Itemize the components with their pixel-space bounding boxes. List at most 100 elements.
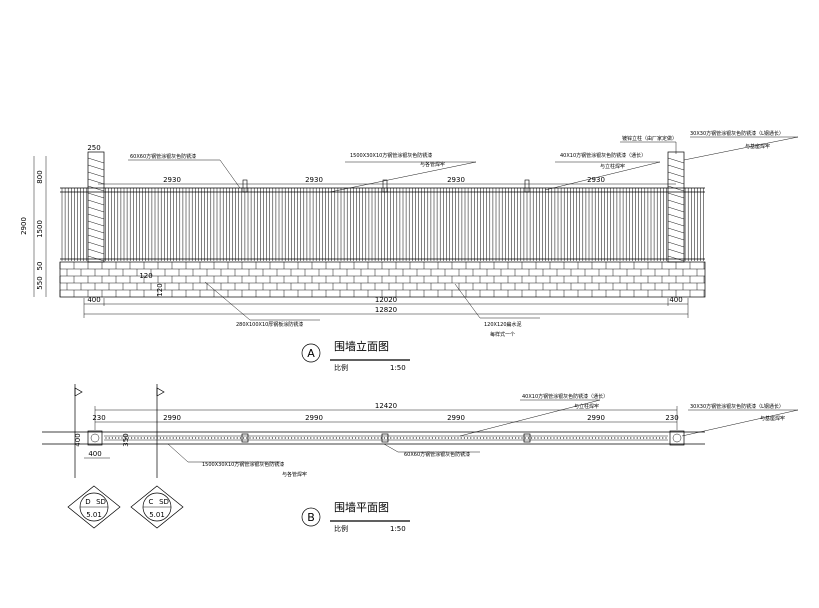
plan-picket-dot: [191, 437, 193, 439]
note-n6: 280X100X10厚钢板涂防锈漆: [236, 321, 303, 328]
plan-side-a: 400: [88, 450, 101, 458]
elevation-view: 2930 2930 2930 2930 2900 800 1500 550 50…: [20, 130, 799, 372]
leader-n7: [454, 283, 540, 319]
plan-picket-dot: [329, 437, 331, 439]
plan-leader-n3: [167, 443, 280, 463]
plan-picket-dot: [134, 437, 136, 439]
post-hatch-line: [667, 248, 685, 255]
plan-leader-n1: [459, 399, 601, 437]
plan-picket-dot: [156, 437, 158, 439]
plan-picket-dot: [220, 437, 222, 439]
plan-picket-dot: [515, 437, 517, 439]
plan-note-n2b: 与基座焊牢: [760, 415, 785, 422]
plan-post-4: [523, 433, 531, 443]
plan-total: 12420: [375, 402, 397, 410]
post-hatch-line: [87, 241, 105, 248]
plan-picket-dot: [207, 437, 209, 439]
plan-picket-dot: [243, 437, 245, 439]
plan-picket-dot: [467, 437, 469, 439]
dim-bottom-right: 400: [669, 296, 682, 304]
post-hatch-line: [87, 171, 105, 178]
plan-picket-dot: [150, 437, 152, 439]
plan-picket-dot: [595, 437, 597, 439]
plan-picket-dot: [518, 437, 520, 439]
leader-n1: [128, 159, 241, 189]
plan-picket-dot: [585, 437, 587, 439]
plan-picket-dot: [281, 437, 283, 439]
plan-picket-dot: [662, 437, 664, 439]
dim-mid: 1500: [36, 220, 44, 238]
post-hatch-line: [87, 234, 105, 241]
plan-picket-dot: [291, 437, 293, 439]
plan-view: 12420 2990 2990 2990 2990 230 230 400 35…: [42, 384, 799, 533]
plan-picket-dot: [147, 437, 149, 439]
post-right: [667, 151, 685, 263]
dim-bottom-left: 400: [87, 296, 100, 304]
plan-post-right: [669, 430, 685, 446]
plan-end-right: 230: [665, 414, 678, 422]
plan-picket-dot: [223, 437, 225, 439]
elevation-title: 围墙立面图: [334, 339, 389, 353]
plan-picket-dot: [566, 437, 568, 439]
note-n4: 镀锌立柱（由厂家定做）: [622, 135, 677, 142]
plan-title: 围墙平面图: [334, 500, 389, 514]
section-flag-1: [74, 387, 83, 397]
plan-picket-dot: [409, 437, 411, 439]
dim-small-2: 120: [156, 283, 164, 296]
dim-bottom-middle: 12020: [375, 296, 397, 304]
plan-picket-dot: [319, 437, 321, 439]
note-n5b: 与基座焊牢: [745, 143, 770, 150]
plan-picket-dot: [598, 437, 600, 439]
plan-picket-dot: [316, 437, 318, 439]
plan-marker: B: [307, 511, 315, 524]
plan-picket-dot: [476, 437, 478, 439]
dim-bot2: 50: [36, 262, 44, 271]
plan-picket-dot: [246, 437, 248, 439]
plan-picket-dot: [111, 437, 113, 439]
plan-picket-dot: [505, 437, 507, 439]
plan-picket-dot: [163, 437, 165, 439]
plan-picket-dot: [383, 437, 385, 439]
post-hatch-line: [87, 255, 105, 262]
plan-picket-dot: [617, 437, 619, 439]
section-marker-d-bottom: 5.01: [86, 511, 102, 519]
leader-n2: [329, 161, 477, 193]
plan-picket-dot: [182, 437, 184, 439]
plan-picket-dot: [332, 437, 334, 439]
plan-span-2: 2990: [305, 414, 323, 422]
plan-picket-dot: [454, 437, 456, 439]
plan-picket-dot: [463, 437, 465, 439]
plan-picket-dot: [502, 437, 504, 439]
plan-picket-dot: [639, 437, 642, 439]
plan-picket-dot: [358, 437, 360, 439]
plan-note-n2a: 30X30方钢管涂银灰色防锈漆（L钢通长）: [690, 403, 784, 410]
plan-picket-dot: [422, 437, 424, 439]
plan-picket-dot: [198, 437, 200, 439]
plan-picket-dot: [303, 437, 305, 439]
plan-picket-dot: [553, 437, 555, 439]
plan-picket-dot: [425, 437, 427, 439]
plan-side-b: 350: [122, 433, 130, 446]
post-left: [87, 151, 105, 263]
plan-picket-dot: [364, 437, 366, 439]
plan-note-n1a: 40X10方钢管涂银灰色防锈漆（通长）: [522, 393, 608, 400]
plan-picket-dot: [457, 437, 459, 439]
plan-picket-dot: [348, 437, 350, 439]
plan-picket-dot: [284, 437, 286, 439]
note-n7a: 120X120扁水泥: [484, 321, 522, 328]
plan-picket-dot: [307, 437, 309, 439]
section-marker-d: D SD 5.01: [67, 485, 121, 529]
plan-picket-dot: [175, 437, 177, 439]
plan-picket-dot: [582, 437, 584, 439]
leader-n4: [620, 141, 677, 154]
plan-picket-dot: [275, 437, 277, 439]
plan-picket-dot: [345, 437, 347, 439]
plan-picket-dot: [415, 437, 417, 439]
plan-picket-dot: [396, 437, 398, 439]
plan-picket-dot: [607, 437, 610, 439]
top-span-2: 2930: [305, 176, 323, 184]
post-hatch-line: [667, 220, 685, 227]
post-hatch-line: [667, 178, 685, 185]
section-marker-c-bottom: 5.01: [149, 511, 165, 519]
plan-picket-dot: [563, 437, 565, 439]
